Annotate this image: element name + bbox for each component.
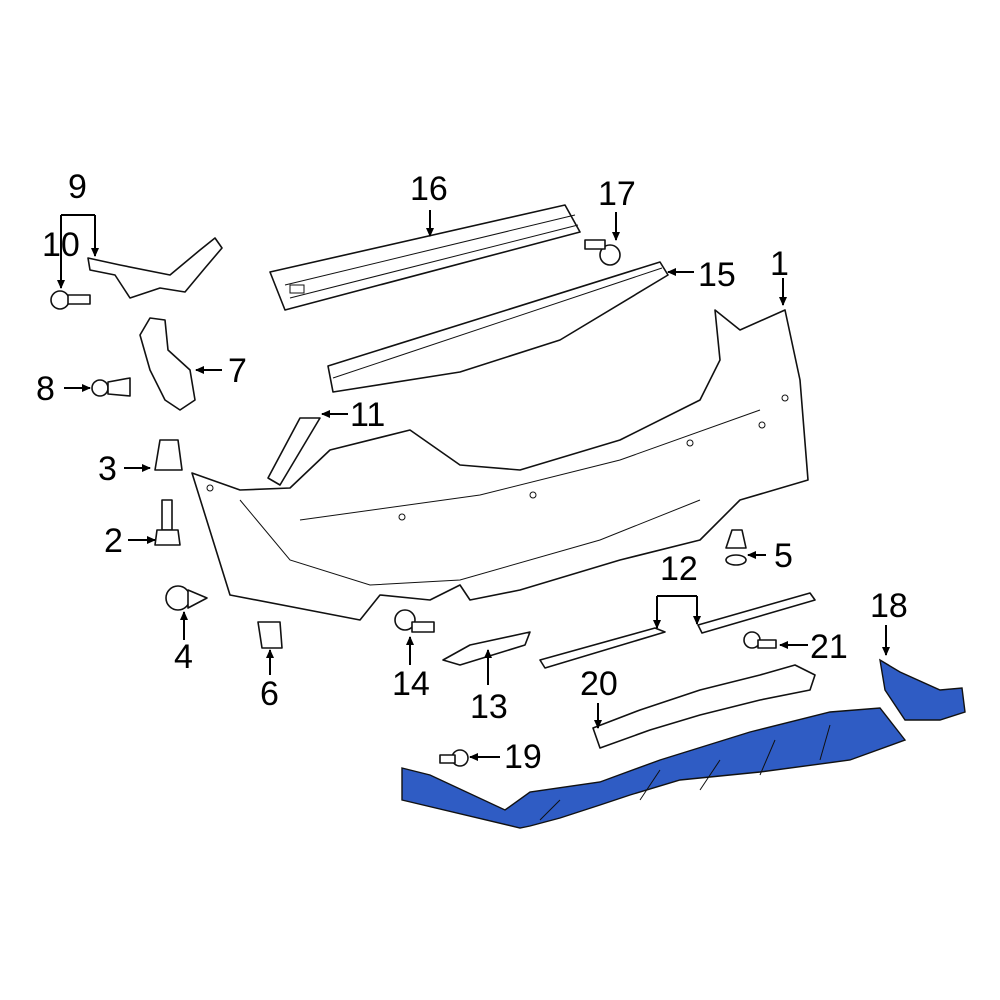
callout-1: 1 (770, 245, 789, 283)
part-15-energy-absorber[interactable] (327, 261, 669, 393)
callout-2: 2 (104, 522, 123, 560)
callout-18: 18 (870, 587, 908, 625)
callout-5: 5 (774, 537, 793, 575)
part-21-bolt[interactable] (743, 631, 777, 649)
part-19-bolt[interactable] (439, 749, 469, 767)
part-17-bolt[interactable] (584, 239, 621, 266)
callout-arrows (61, 210, 890, 761)
part-12-molding-left[interactable] (539, 627, 666, 669)
part-14-bolt[interactable] (394, 609, 435, 633)
callout-3: 3 (98, 450, 117, 488)
callout-4: 4 (174, 638, 193, 676)
part-13-reflector[interactable] (442, 631, 531, 666)
part-10-bolt[interactable] (50, 290, 91, 310)
callout-21: 21 (810, 628, 848, 666)
callout-17: 17 (598, 175, 636, 213)
callout-13: 13 (470, 688, 508, 726)
callout-8: 8 (36, 370, 55, 408)
part-6-pad[interactable] (257, 621, 283, 649)
part-5-clip[interactable] (725, 529, 747, 566)
callout-10: 10 (42, 226, 80, 264)
part-8-clip[interactable] (91, 377, 131, 397)
callout-19: 19 (504, 738, 542, 776)
part-12-molding-right[interactable] (697, 592, 816, 634)
part-3-nut[interactable] (154, 439, 183, 471)
callout-7: 7 (228, 352, 247, 390)
part-11-reflector[interactable] (267, 417, 321, 486)
callout-12: 12 (660, 550, 698, 588)
callout-9: 9 (68, 168, 87, 206)
part-16-reinforcement-beam[interactable] (269, 204, 581, 311)
callout-15: 15 (698, 256, 736, 294)
callout-6: 6 (260, 675, 279, 713)
part-7-side-bracket[interactable] (139, 317, 196, 411)
callout-labels: 1 2 3 4 5 6 7 8 9 10 11 12 13 14 15 16 1… (36, 168, 908, 776)
part-9-bracket[interactable] (87, 237, 223, 299)
callout-11: 11 (350, 396, 385, 434)
part-1-bumper-cover[interactable] (191, 309, 809, 621)
callout-20: 20 (580, 665, 618, 703)
part-18-valance[interactable] (401, 658, 966, 829)
part-20-bracket[interactable] (592, 664, 816, 749)
callout-14: 14 (392, 665, 430, 703)
part-4-clip[interactable] (165, 585, 208, 611)
callout-16: 16 (410, 170, 448, 208)
part-2-screw[interactable] (154, 499, 181, 546)
